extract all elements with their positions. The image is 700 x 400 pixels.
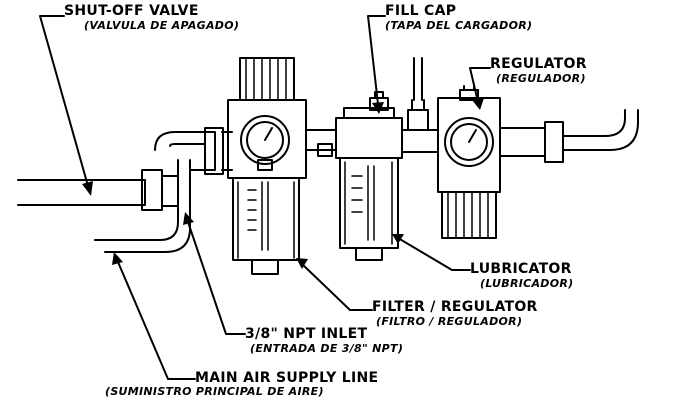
label-filter-regulator-es: (FILTRO / REGULADOR) bbox=[376, 315, 523, 328]
label-shutoff-valve: SHUT-OFF VALVE bbox=[64, 3, 199, 19]
leader-npt-inlet bbox=[188, 222, 245, 334]
arrowhead-filter-regulator bbox=[296, 258, 308, 269]
arrowhead-npt-inlet bbox=[183, 212, 194, 225]
regulator-unit bbox=[438, 86, 500, 238]
arrowhead-lubricator bbox=[392, 234, 404, 244]
lubricator-unit bbox=[336, 92, 402, 260]
label-npt-inlet-es: (ENTRADA DE 3/8" NPT) bbox=[250, 342, 404, 355]
label-fill-cap-es: (TAPA DEL CARGADOR) bbox=[385, 19, 533, 32]
label-fill-cap: FILL CAP bbox=[385, 3, 457, 19]
label-main-air-supply: MAIN AIR SUPPLY LINE bbox=[195, 370, 379, 386]
filter-regulator-unit bbox=[222, 58, 306, 274]
arrowhead-fill-cap bbox=[372, 102, 384, 114]
connector-right bbox=[402, 58, 438, 152]
label-lubricator: LUBRICATOR bbox=[470, 261, 572, 277]
label-npt-inlet: 3/8" NPT INLET bbox=[245, 326, 368, 342]
label-regulator-es: (REGULADOR) bbox=[496, 72, 586, 85]
arrowhead-regulator bbox=[472, 98, 484, 110]
main-air-supply-pipe bbox=[18, 180, 190, 252]
label-regulator: REGULATOR bbox=[490, 56, 587, 72]
leader-shutoff bbox=[40, 16, 88, 186]
leader-lubricator bbox=[398, 238, 470, 270]
leader-main-supply bbox=[118, 262, 195, 379]
label-main-air-supply-es: (SUMINISTRO PRINCIPAL DE AIRE) bbox=[105, 385, 324, 398]
arrowhead-shutoff bbox=[82, 181, 93, 196]
leader-filter-regulator bbox=[302, 264, 372, 310]
leader-regulator bbox=[470, 68, 490, 102]
outlet-pipe bbox=[500, 110, 638, 162]
label-lubricator-es: (LUBRICADOR) bbox=[480, 277, 574, 290]
arrowhead-main-supply bbox=[112, 252, 123, 265]
label-filter-regulator: FILTER / REGULATOR bbox=[372, 299, 538, 315]
label-shutoff-valve-es: (VALVULA DE APAGADO) bbox=[84, 19, 240, 32]
leader-fill-cap bbox=[368, 16, 385, 104]
shutoff-valve-body bbox=[142, 128, 223, 210]
connector-block bbox=[306, 130, 336, 156]
